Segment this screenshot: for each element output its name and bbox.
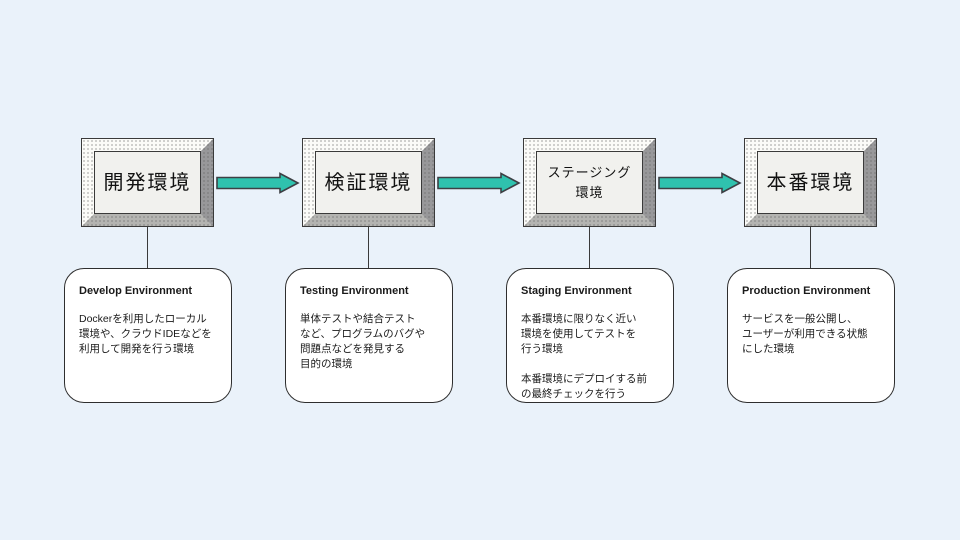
connector-line xyxy=(589,227,590,268)
description-title: Testing Environment xyxy=(300,285,409,297)
description-title: Staging Environment xyxy=(521,285,632,297)
description-body: サービスを一般公開し、 ユーザーが利用できる状態 にした環境 xyxy=(742,313,868,355)
flow-arrow-icon xyxy=(437,172,521,194)
flow-arrow-icon xyxy=(216,172,300,194)
env-box-production: 本番環境 xyxy=(744,138,877,227)
env-box-panel: 本番環境 xyxy=(757,151,864,214)
description-card-production: Production Environment サービスを一般公開し、 ユーザーが… xyxy=(727,268,895,403)
description-title: Production Environment xyxy=(742,285,871,297)
env-box-panel: ステージング 環境 xyxy=(536,151,643,214)
description-body: 単体テストや結合テスト など、プログラムのバグや 問題点などを発見する 目的の環… xyxy=(300,313,426,370)
description-body: Dockerを利用したローカル 環境や、クラウドIDEなどを 利用して開発を行う… xyxy=(79,313,212,355)
connector-line xyxy=(368,227,369,268)
env-box-title: 本番環境 xyxy=(766,171,855,194)
env-box-title: 開発環境 xyxy=(103,171,192,194)
connector-line xyxy=(810,227,811,268)
flow-arrow-icon xyxy=(658,172,742,194)
env-box-panel: 開発環境 xyxy=(94,151,201,214)
connector-line xyxy=(147,227,148,268)
description-card-develop: Develop Environment Dockerを利用したローカル 環境や、… xyxy=(64,268,232,403)
env-box-develop: 開発環境 xyxy=(81,138,214,227)
description-card-staging: Staging Environment 本番環境に限りなく近い 環境を使用してテ… xyxy=(506,268,674,403)
env-box-staging: ステージング 環境 xyxy=(523,138,656,227)
env-box-testing: 検証環境 xyxy=(302,138,435,227)
env-box-panel: 検証環境 xyxy=(315,151,422,214)
env-box-title: 検証環境 xyxy=(324,171,413,194)
description-title: Develop Environment xyxy=(79,285,193,297)
description-body: 本番環境に限りなく近い 環境を使用してテストを 行う環境 本番環境にデプロイする… xyxy=(521,313,647,400)
description-card-testing: Testing Environment 単体テストや結合テスト など、プログラム… xyxy=(285,268,453,403)
env-box-title: ステージング 環境 xyxy=(547,164,632,200)
